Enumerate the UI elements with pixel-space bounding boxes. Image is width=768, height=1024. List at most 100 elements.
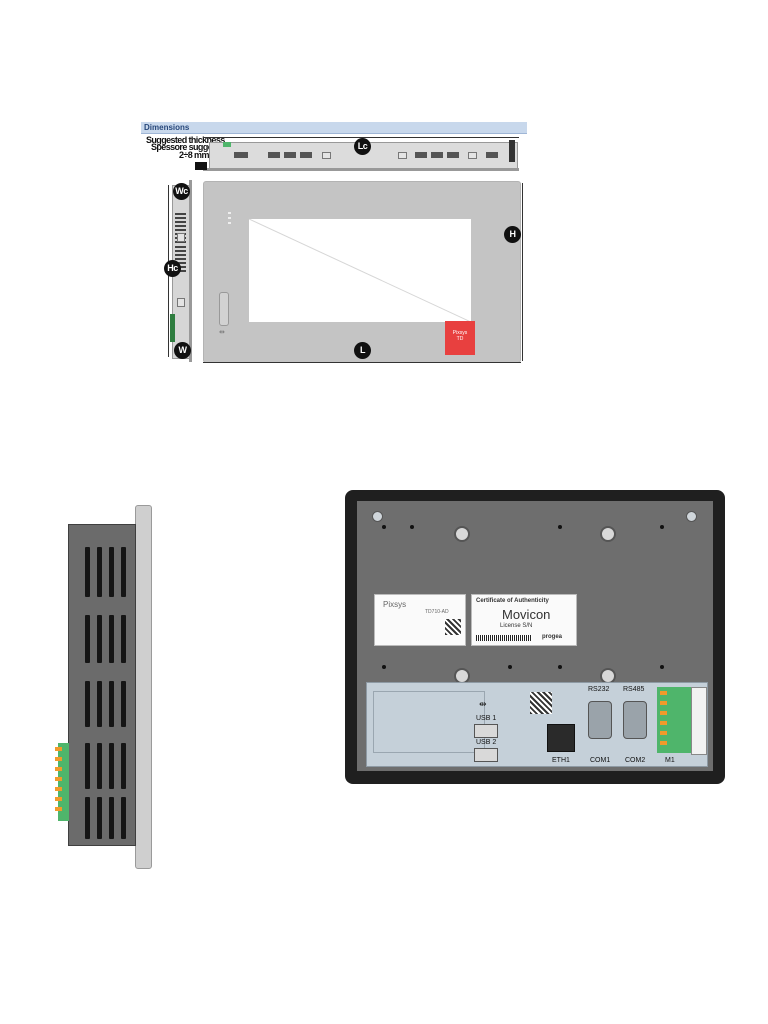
usb-front-cover: [219, 292, 229, 326]
top-clip: [322, 152, 331, 159]
side-clip: [177, 233, 185, 242]
usb-symbol-icon: ⇹: [479, 699, 487, 709]
lc-dimension-line: [203, 137, 519, 138]
dimensions-header: Dimensions: [141, 122, 527, 134]
h-dimension-line: [522, 183, 523, 361]
housing-side: [68, 524, 136, 846]
vent-slot: [85, 615, 90, 663]
mounting-clip-icon: [509, 140, 515, 162]
qr-code: [530, 692, 552, 714]
front-screen: [249, 219, 471, 322]
rs232-label: RS232: [588, 686, 610, 693]
m1-label: M1: [665, 757, 675, 764]
vent-slot: [121, 743, 126, 789]
w-badge: W: [174, 342, 191, 359]
m1-terminal-block[interactable]: [657, 687, 693, 753]
vent-slot: [97, 547, 102, 597]
vent-slot: [85, 681, 90, 727]
product-label: Pixsys TD710-AD: [374, 594, 466, 646]
thickness-note-it: Spessore suggerito: [151, 142, 225, 152]
label-brand: Pixsys: [383, 600, 407, 609]
terminal-block-connector: [55, 743, 69, 821]
side-connector: [170, 314, 175, 342]
top-connector: [223, 142, 231, 147]
vent-slot: [97, 743, 102, 789]
vent-slot: [109, 681, 114, 727]
dimensions-title: Dimensions: [144, 123, 190, 132]
top-bezel-edge: [203, 168, 519, 171]
com2-label: COM2: [625, 757, 646, 764]
usb1-port[interactable]: [474, 724, 498, 738]
screen-reflection: [249, 219, 471, 322]
vent-slot: [121, 615, 126, 663]
usb2-port[interactable]: [474, 748, 498, 762]
top-clip: [468, 152, 477, 159]
vent-slot: [121, 681, 126, 727]
side-clip: [177, 298, 185, 307]
top-vent: [234, 152, 248, 158]
vent-slot: [97, 797, 102, 839]
front-bezel: [135, 505, 152, 869]
side-vent: [175, 213, 186, 243]
hc-badge: Hc: [164, 260, 181, 277]
vent-slot: [97, 681, 102, 727]
status-leds: [228, 212, 232, 224]
logo-brand: Pixsys: [452, 330, 468, 336]
dimensions-drawing: Dimensions Suggested thickness Spessore …: [141, 122, 527, 365]
vent-slot: [85, 547, 90, 597]
vent-slot: [85, 797, 90, 839]
vent-slot: [109, 797, 114, 839]
front-view: ⇹ Pixsys TD: [203, 181, 521, 363]
com1-db9-port[interactable]: [588, 701, 612, 739]
side-photo: [55, 500, 158, 870]
eth1-label: ETH1: [552, 757, 570, 764]
top-vent: [447, 152, 459, 158]
lc-badge: Lc: [354, 138, 371, 155]
thickness-value: 2÷8 mm: [179, 150, 209, 160]
logo-model: TD: [456, 336, 464, 342]
l-badge: L: [354, 342, 371, 359]
certificate-label: Certificate of Authenticity Movicon Lice…: [471, 594, 577, 646]
top-vent: [284, 152, 296, 158]
wc-badge: Wc: [173, 183, 190, 200]
com2-db9-port[interactable]: [623, 701, 647, 739]
top-vent: [486, 152, 498, 158]
vent-slot: [97, 615, 102, 663]
usb1-label: USB 1: [476, 715, 497, 722]
pixsys-logo: Pixsys TD: [445, 321, 475, 355]
thickness-note-en: Suggested thickness: [146, 135, 225, 145]
top-clip: [398, 152, 407, 159]
vent-slot: [109, 547, 114, 597]
label-model: TD710-AD: [425, 609, 449, 615]
cert-product: Movicon: [502, 607, 551, 622]
back-photo: Pixsys TD710-AD Certificate of Authentic…: [342, 487, 728, 787]
dip-switch-legend: [373, 691, 485, 753]
vent-slot: [121, 547, 126, 597]
side-vent: [175, 246, 186, 272]
vent-slot: [121, 797, 126, 839]
m1-pin-legend: [691, 687, 707, 755]
top-vent: [268, 152, 280, 158]
standoff: [454, 526, 470, 542]
vent-slot: [109, 743, 114, 789]
screw-icon: [372, 511, 383, 522]
top-vent: [300, 152, 312, 158]
com1-label: COM1: [590, 757, 611, 764]
eth1-port[interactable]: [547, 724, 575, 752]
cert-license: License S/N: [500, 623, 533, 629]
mounting-clip-icon: [195, 162, 207, 170]
top-vent: [431, 152, 443, 158]
qr-code: [445, 619, 461, 635]
rs485-label: RS485: [623, 686, 645, 693]
l-dimension-line: [203, 362, 521, 363]
h-badge: H: [504, 226, 521, 243]
vent-slot: [109, 615, 114, 663]
top-vent: [415, 152, 427, 158]
vent-slot: [85, 743, 90, 789]
cert-maker: progea: [542, 634, 563, 640]
usb-symbol-icon: ⇹: [219, 329, 225, 336]
usb2-label: USB 2: [476, 739, 497, 746]
cert-title: Certificate of Authenticity: [476, 598, 549, 604]
standoff: [600, 526, 616, 542]
screw-icon: [686, 511, 697, 522]
